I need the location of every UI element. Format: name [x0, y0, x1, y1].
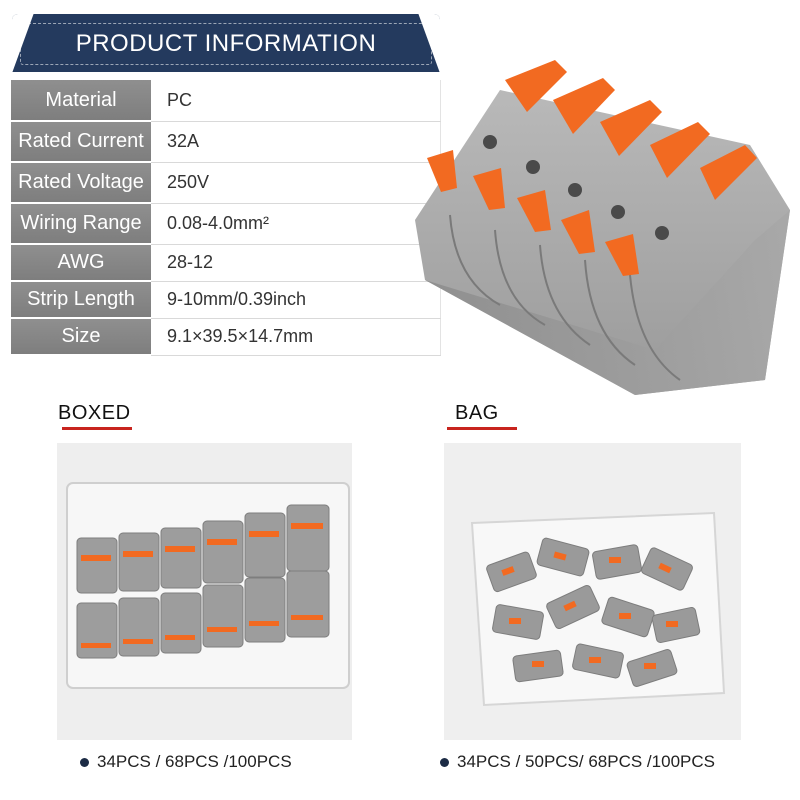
spec-value: 9-10mm/0.39inch [151, 281, 441, 319]
boxed-illustration [57, 443, 352, 740]
spec-row-material: Material PC [11, 80, 441, 122]
spec-value: 9.1×39.5×14.7mm [151, 318, 441, 356]
wire-holes [483, 135, 669, 240]
boxed-quantities: 34PCS / 68PCS /100PCS [97, 752, 292, 771]
bullet-icon [80, 757, 89, 767]
spec-table: Material PC Rated Current 32A Rated Volt… [11, 80, 441, 356]
bag-underline [447, 427, 517, 430]
header-banner-frame: PRODUCT INFORMATION [20, 23, 432, 65]
spec-label: AWG [11, 244, 151, 282]
orange-lever-tips [427, 150, 639, 276]
connector-product-image [405, 50, 795, 400]
boxed-title: BOXED [58, 402, 131, 424]
boxed-photo [57, 443, 352, 740]
spec-row-awg: AWG 28-12 [11, 244, 441, 282]
bag-caption: 34PCS / 50PCS/ 68PCS /100PCS [440, 752, 715, 772]
spec-label: Rated Current [11, 121, 151, 163]
spec-value: 28-12 [151, 244, 441, 282]
spec-row-size: Size 9.1×39.5×14.7mm [11, 318, 441, 356]
bag-illustration [444, 443, 741, 740]
spec-label: Size [11, 318, 151, 356]
header-banner: PRODUCT INFORMATION [12, 14, 440, 72]
spec-value: 250V [151, 162, 441, 204]
bullet-icon [440, 757, 449, 767]
spec-label: Rated Voltage [11, 162, 151, 204]
spec-value: 32A [151, 121, 441, 163]
page-title: PRODUCT INFORMATION [75, 30, 377, 57]
connector-modules [449, 214, 681, 381]
bag-title: BAG [455, 402, 499, 424]
spec-row-strip-length: Strip Length 9-10mm/0.39inch [11, 281, 441, 319]
spec-label: Strip Length [11, 281, 151, 319]
connector-illustration [415, 60, 790, 395]
bag-photo [444, 443, 741, 740]
spec-row-rated-voltage: Rated Voltage 250V [11, 162, 441, 204]
boxed-underline [62, 427, 132, 430]
boxed-caption: 34PCS / 68PCS /100PCS [80, 752, 292, 772]
spec-value: PC [151, 80, 441, 122]
orange-levers [505, 60, 757, 200]
spec-row-wiring-range: Wiring Range 0.08-4.0mm² [11, 203, 441, 245]
spec-value: 0.08-4.0mm² [151, 203, 441, 245]
spec-row-rated-current: Rated Current 32A [11, 121, 441, 163]
bag-quantities: 34PCS / 50PCS/ 68PCS /100PCS [457, 752, 715, 771]
spec-label: Material [11, 80, 151, 122]
spec-label: Wiring Range [11, 203, 151, 245]
